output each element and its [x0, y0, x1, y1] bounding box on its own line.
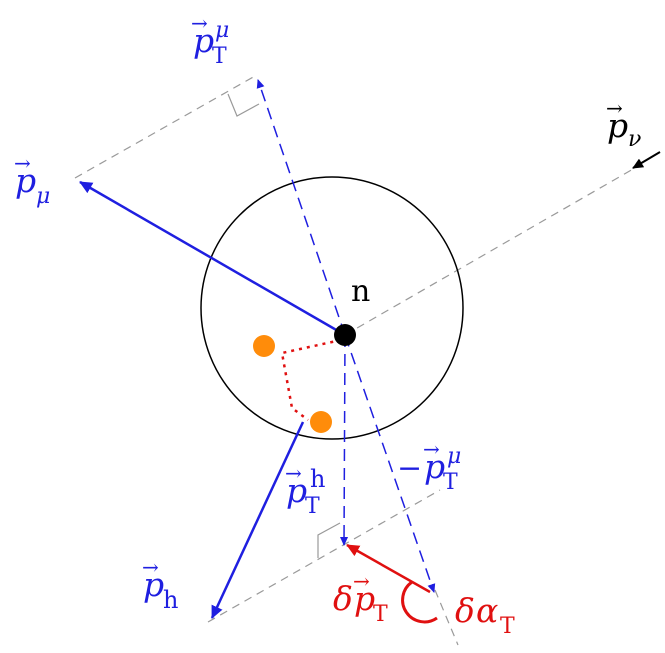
nucleon-label: n — [351, 274, 370, 309]
svg-text:→: → — [285, 461, 302, 485]
svg-text:h: h — [310, 465, 325, 493]
svg-text:→: → — [142, 555, 159, 579]
neutrino-direction-line — [344, 164, 641, 336]
neutrino-axis-line — [74, 75, 256, 179]
lower-extension-line — [434, 589, 459, 646]
svg-text:μ: μ — [447, 444, 461, 469]
svg-text:→: → — [353, 569, 370, 593]
right-angle-mark-top — [227, 93, 260, 117]
svg-text:μ: μ — [215, 18, 229, 43]
svg-text:α: α — [476, 591, 498, 630]
svg-text:p: p — [286, 471, 307, 510]
orange-nucleon-1 — [253, 335, 275, 357]
p-mu-vector — [79, 180, 346, 337]
svg-text:δ: δ — [333, 579, 353, 618]
p-h-vector — [210, 421, 305, 619]
svg-text:→: → — [423, 437, 440, 461]
svg-text:δ: δ — [455, 591, 475, 630]
delta-p-T-vector — [346, 543, 431, 594]
svg-text:→: → — [606, 96, 623, 120]
svg-text:h: h — [163, 586, 178, 614]
hadron-projection-line — [207, 489, 441, 623]
nucleon-dotted-path — [280, 338, 342, 421]
svg-text:p: p — [354, 579, 375, 618]
p-mu-label: p μ → — [14, 151, 50, 209]
svg-text:p: p — [607, 106, 628, 145]
svg-text:→: → — [191, 11, 208, 35]
svg-text:T: T — [373, 602, 388, 627]
right-angle-mark-bottom — [317, 522, 341, 558]
svg-text:T: T — [305, 494, 320, 519]
neg-p-mu-T-label: − p T μ → — [397, 437, 461, 495]
svg-text:ν: ν — [628, 127, 641, 152]
svg-text:p: p — [424, 447, 445, 486]
svg-text:p: p — [193, 21, 214, 60]
p-nu-arrow — [632, 151, 661, 169]
svg-text:T: T — [500, 614, 515, 639]
p-h-label: p h → — [142, 555, 178, 614]
svg-text:T: T — [212, 44, 227, 69]
p-nu-label: p ν → — [606, 96, 641, 152]
neg-p-mu-T-vector — [344, 334, 436, 593]
delta-alpha-T-label: δ α T — [455, 591, 515, 639]
delta-alpha-T-arc — [401, 580, 438, 624]
p-mu-T-vector — [256, 79, 346, 336]
svg-text:μ: μ — [36, 184, 50, 209]
svg-text:T: T — [443, 470, 458, 495]
orange-nucleon-2 — [310, 411, 332, 433]
svg-text:−: − — [397, 451, 422, 486]
neutron-dot — [334, 324, 356, 346]
p-h-T-vector — [340, 334, 349, 546]
svg-text:p: p — [143, 565, 164, 604]
p-h-T-label: p T h → — [285, 461, 325, 519]
p-mu-T-label: p T μ → — [191, 11, 229, 69]
svg-text:→: → — [14, 151, 31, 175]
nucleus-circle — [200, 176, 464, 440]
svg-text:p: p — [15, 161, 36, 200]
delta-p-T-label: δ p T → — [333, 569, 388, 627]
